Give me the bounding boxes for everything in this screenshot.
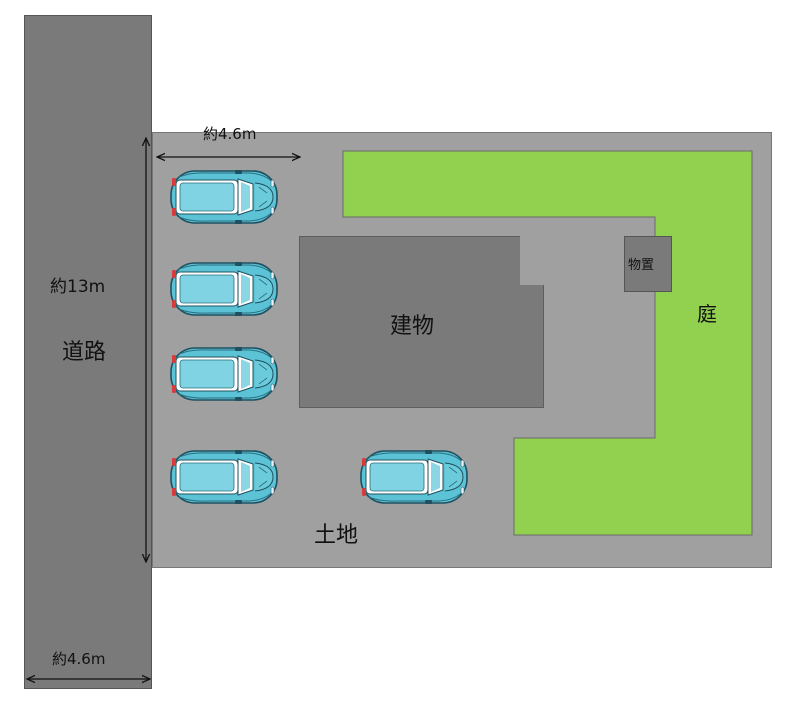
storage-shed xyxy=(624,236,672,292)
parked-car xyxy=(170,346,278,402)
depth-dimension-label: 約13m xyxy=(50,277,106,297)
road xyxy=(24,15,152,689)
road-width-dimension-label: 約4.6m xyxy=(52,650,106,668)
road-label: 道路 xyxy=(62,340,107,365)
parked-car xyxy=(170,261,278,317)
building xyxy=(299,236,544,408)
land-label: 土地 xyxy=(314,523,359,548)
building-label: 建物 xyxy=(390,314,435,339)
parking-width-dimension-label: 約4.6m xyxy=(203,125,257,143)
storage-label: 物置 xyxy=(628,258,655,273)
parked-car xyxy=(170,449,278,505)
parked-car xyxy=(170,169,278,225)
parked-car xyxy=(360,449,468,505)
garden-label: 庭 xyxy=(697,302,717,326)
